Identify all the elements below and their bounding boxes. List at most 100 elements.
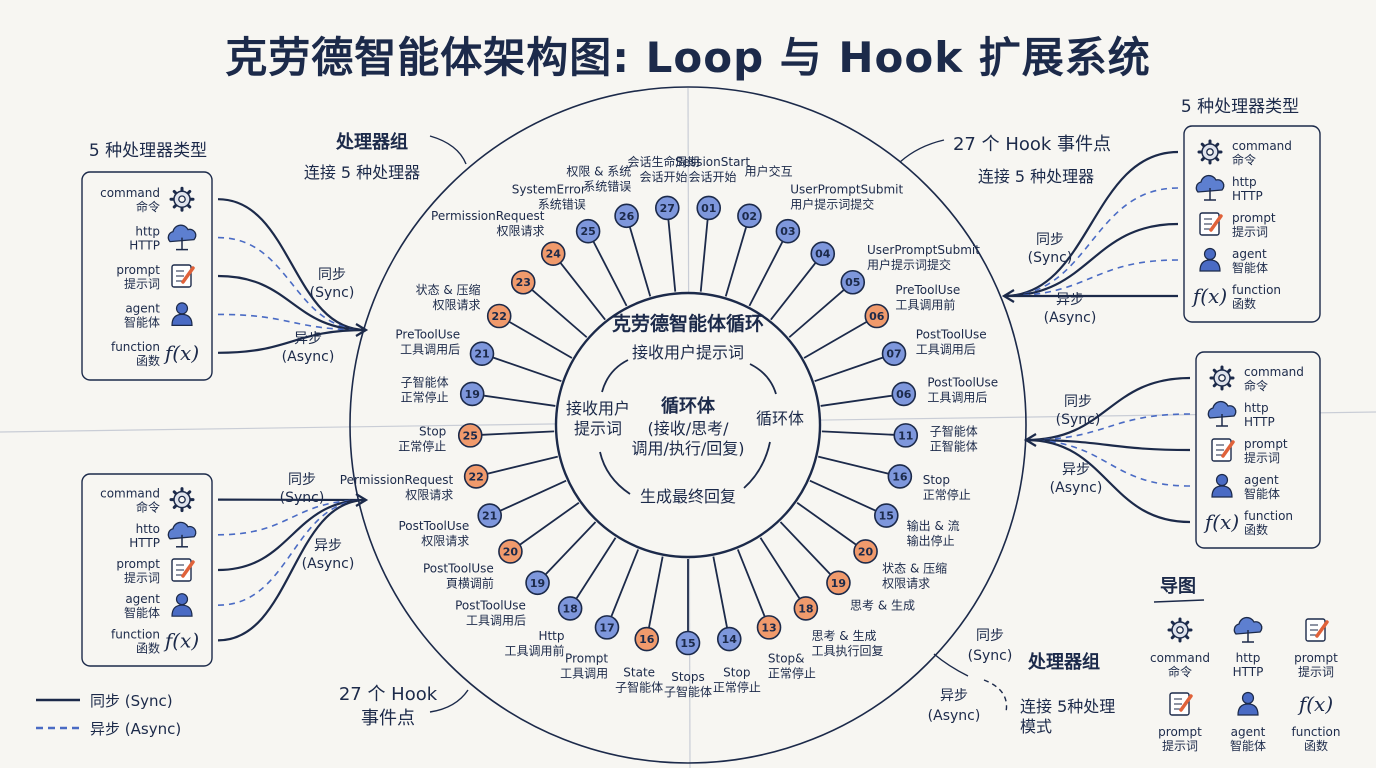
gear-icon (1209, 365, 1235, 391)
processor-name: prompt (116, 557, 160, 571)
processor-name: command (100, 186, 160, 200)
hook-node-number: 16 (892, 470, 908, 483)
hook-node-sublabel: 工具调用后 (400, 343, 460, 357)
async-label-rt: 异步 (1056, 292, 1084, 308)
hook-node-sublabel: 输出停止 (907, 533, 955, 548)
processor-panel-right-mid (1195, 351, 1321, 549)
hook-node-label: PreToolUse (395, 328, 460, 342)
callout-hook-27: 27 个 Hook 事件点 (953, 134, 1111, 155)
processor-name-cn: 智能体 (124, 605, 160, 620)
ring-spoke (821, 430, 894, 436)
step-receive-left-2: 提示词 (574, 419, 622, 438)
hook-node-sublabel: 权限请求 (421, 534, 469, 548)
hook-node-sublabel: 权限请求 (405, 488, 453, 502)
hook-node-label: PostToolUse (916, 328, 987, 342)
processor-name-cn: 智能体 (1244, 486, 1280, 501)
hook-node-label: 子智能体 (930, 423, 978, 438)
person-icon (1199, 247, 1221, 272)
hook-node-number: 22 (492, 310, 507, 323)
center-sub-1: (接收/思考/ (647, 419, 729, 438)
cloud-icon (167, 224, 197, 251)
hook-node-label: Stops (671, 670, 705, 684)
async-connector (217, 236, 367, 331)
hook-node-circle (853, 539, 878, 564)
hook-node-circle (675, 630, 701, 656)
hook-node-label: State (623, 665, 655, 679)
processor-name-cn: 提示词 (1244, 450, 1280, 465)
processor-name: agent (1232, 247, 1267, 261)
guide-item-label: agent (1231, 725, 1266, 739)
hook-node[interactable]: 23 (510, 269, 536, 295)
processor-name-cn: 提示词 (124, 570, 160, 585)
hook-node[interactable]: 04 (810, 241, 836, 266)
loop-arrow-bottom-left (599, 451, 631, 495)
line-legend: 同步 (Sync) 异步 (Async) (36, 686, 181, 742)
hook-node-circle (716, 626, 742, 652)
hook-node-label: SystemError (512, 183, 586, 197)
hook-node-number: 27 (660, 202, 675, 215)
hook-node-sublabel: 工具执行回复 (811, 644, 883, 658)
sync-label-rm-en: (Sync) (1056, 412, 1101, 428)
guide-item-label-cn: 命令 (1168, 664, 1192, 679)
processor-name-cn: 智能体 (1232, 260, 1268, 275)
fx-icon: f(x) (163, 628, 199, 652)
